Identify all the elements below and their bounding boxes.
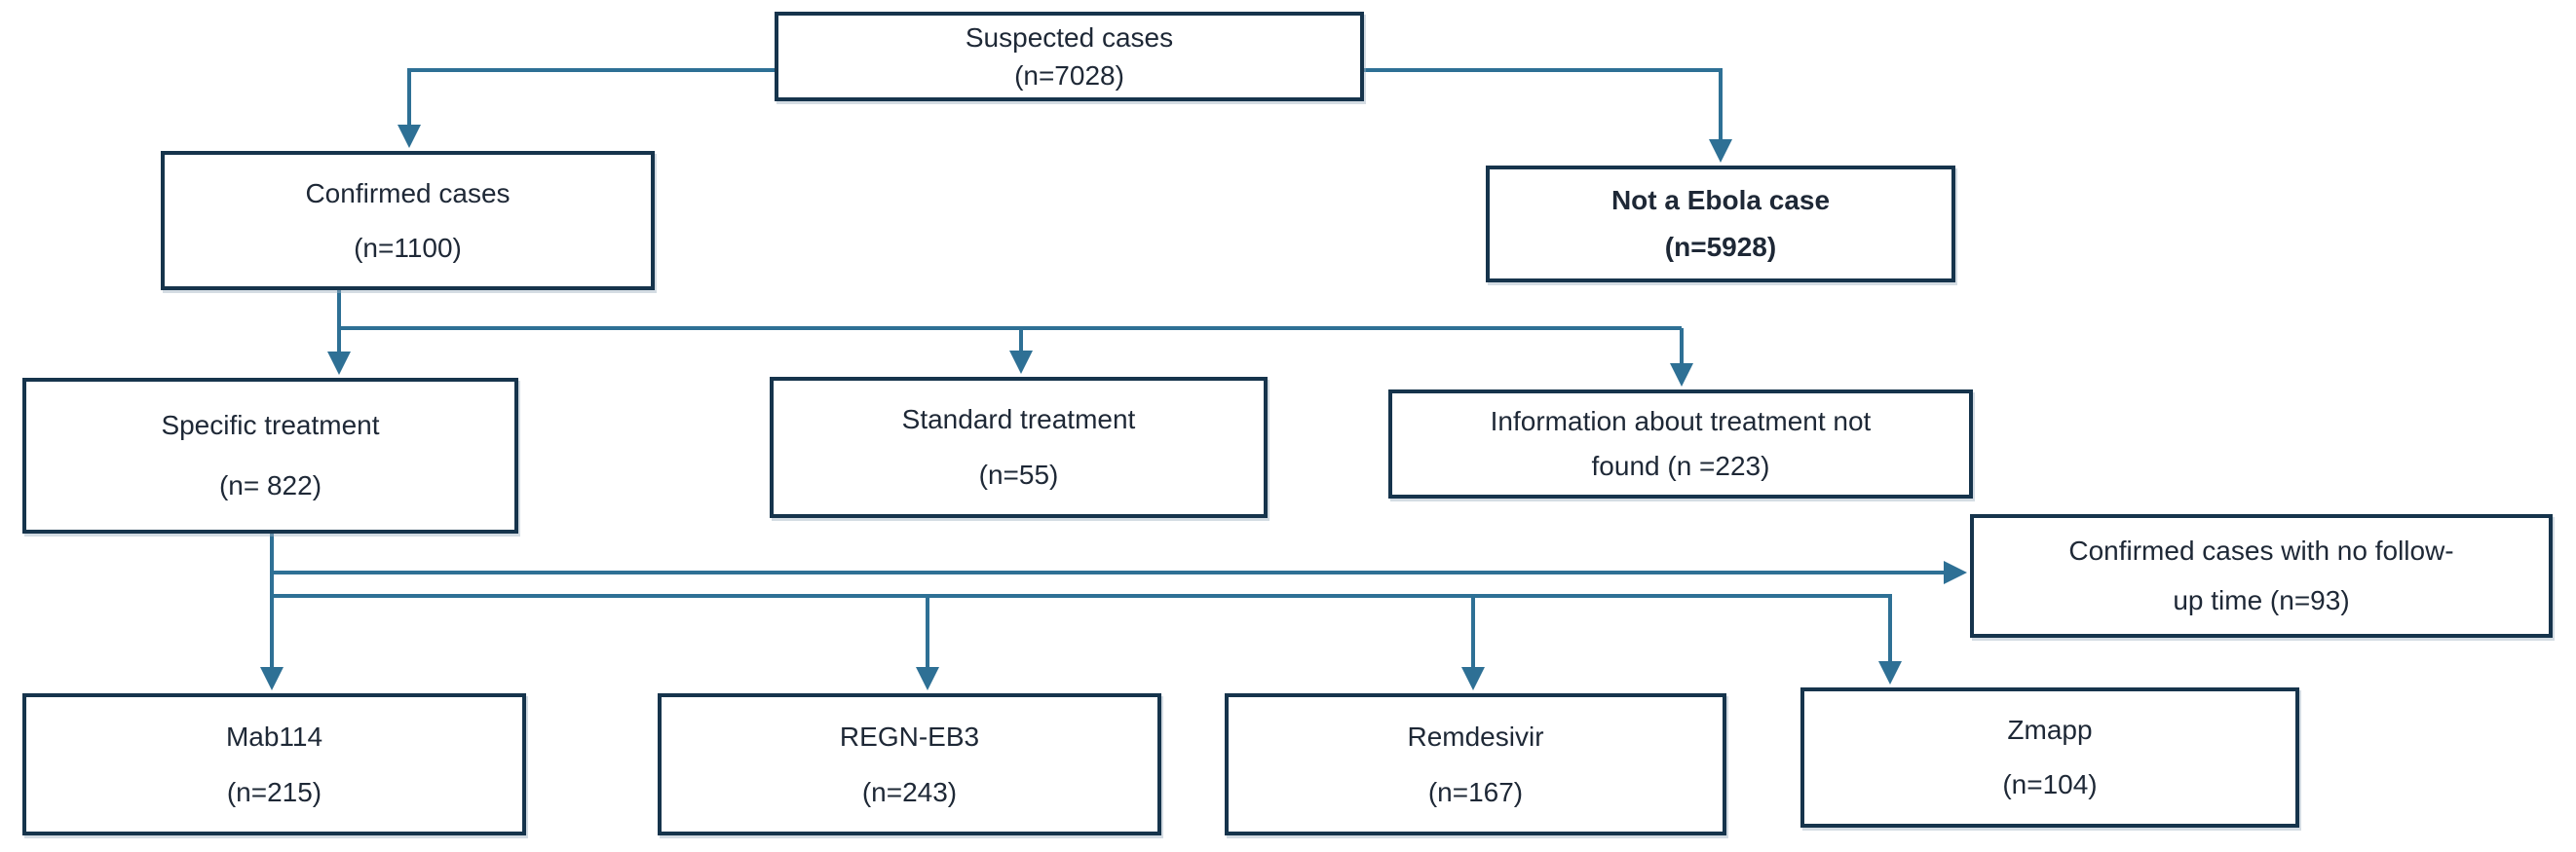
node-zmapp: Zmapp (n=104) <box>1800 687 2299 828</box>
node-confirmed-count: (n=1100) <box>354 232 462 263</box>
node-confirmed-cases: Confirmed cases (n=1100) <box>161 151 655 290</box>
node-specific-count: (n= 822) <box>218 470 322 501</box>
node-remdesivir-label: Remdesivir <box>1407 721 1544 752</box>
edge-specific-treatment-bar-to-zmapp <box>272 594 1902 685</box>
node-regn-eb3-count: (n=243) <box>861 776 958 807</box>
node-suspected-cases: Suspected cases (n=7028) <box>775 12 1364 101</box>
node-info-not-found-line1: Information about treatment not <box>1490 406 1872 437</box>
node-zmapp-label: Zmapp <box>2007 714 2093 745</box>
edge-suspected-to-notebola <box>1364 68 1732 163</box>
node-standard-label: Standard treatment <box>901 404 1136 435</box>
node-not-ebola-label: Not a Ebola case <box>1610 184 1831 215</box>
node-mab114-label: Mab114 <box>225 721 323 752</box>
node-mab114: Mab114 (n=215) <box>22 693 526 835</box>
node-no-followup-line2: up time (n=93) <box>2173 585 2350 616</box>
node-not-ebola-case: Not a Ebola case (n=5928) <box>1486 166 1955 282</box>
node-no-followup-time: Confirmed cases with no follow- up time … <box>1970 514 2553 638</box>
node-standard-count: (n=55) <box>978 460 1059 491</box>
node-info-not-found-line2: found (n =223) <box>1591 451 1770 482</box>
node-suspected-count: (n=7028) <box>1014 59 1124 91</box>
node-specific-treatment: Specific treatment (n= 822) <box>22 378 518 534</box>
node-zmapp-count: (n=104) <box>2002 769 2098 800</box>
node-regn-eb3: REGN-EB3 (n=243) <box>658 693 1161 835</box>
node-mab114-count: (n=215) <box>226 776 322 807</box>
node-info-not-found: Information about treatment not found (n… <box>1388 389 1973 499</box>
node-not-ebola-count: (n=5928) <box>1664 232 1777 263</box>
node-standard-treatment: Standard treatment (n=55) <box>770 377 1268 518</box>
node-no-followup-line1: Confirmed cases with no follow- <box>2068 536 2454 567</box>
node-remdesivir-count: (n=167) <box>1427 776 1524 807</box>
node-suspected-label: Suspected cases <box>965 21 1174 53</box>
edge-suspected-to-confirmed <box>398 68 775 148</box>
node-confirmed-label: Confirmed cases <box>305 177 511 208</box>
node-remdesivir: Remdesivir (n=167) <box>1225 693 1726 835</box>
node-regn-eb3-label: REGN-EB3 <box>839 721 980 752</box>
node-specific-label: Specific treatment <box>161 410 380 441</box>
